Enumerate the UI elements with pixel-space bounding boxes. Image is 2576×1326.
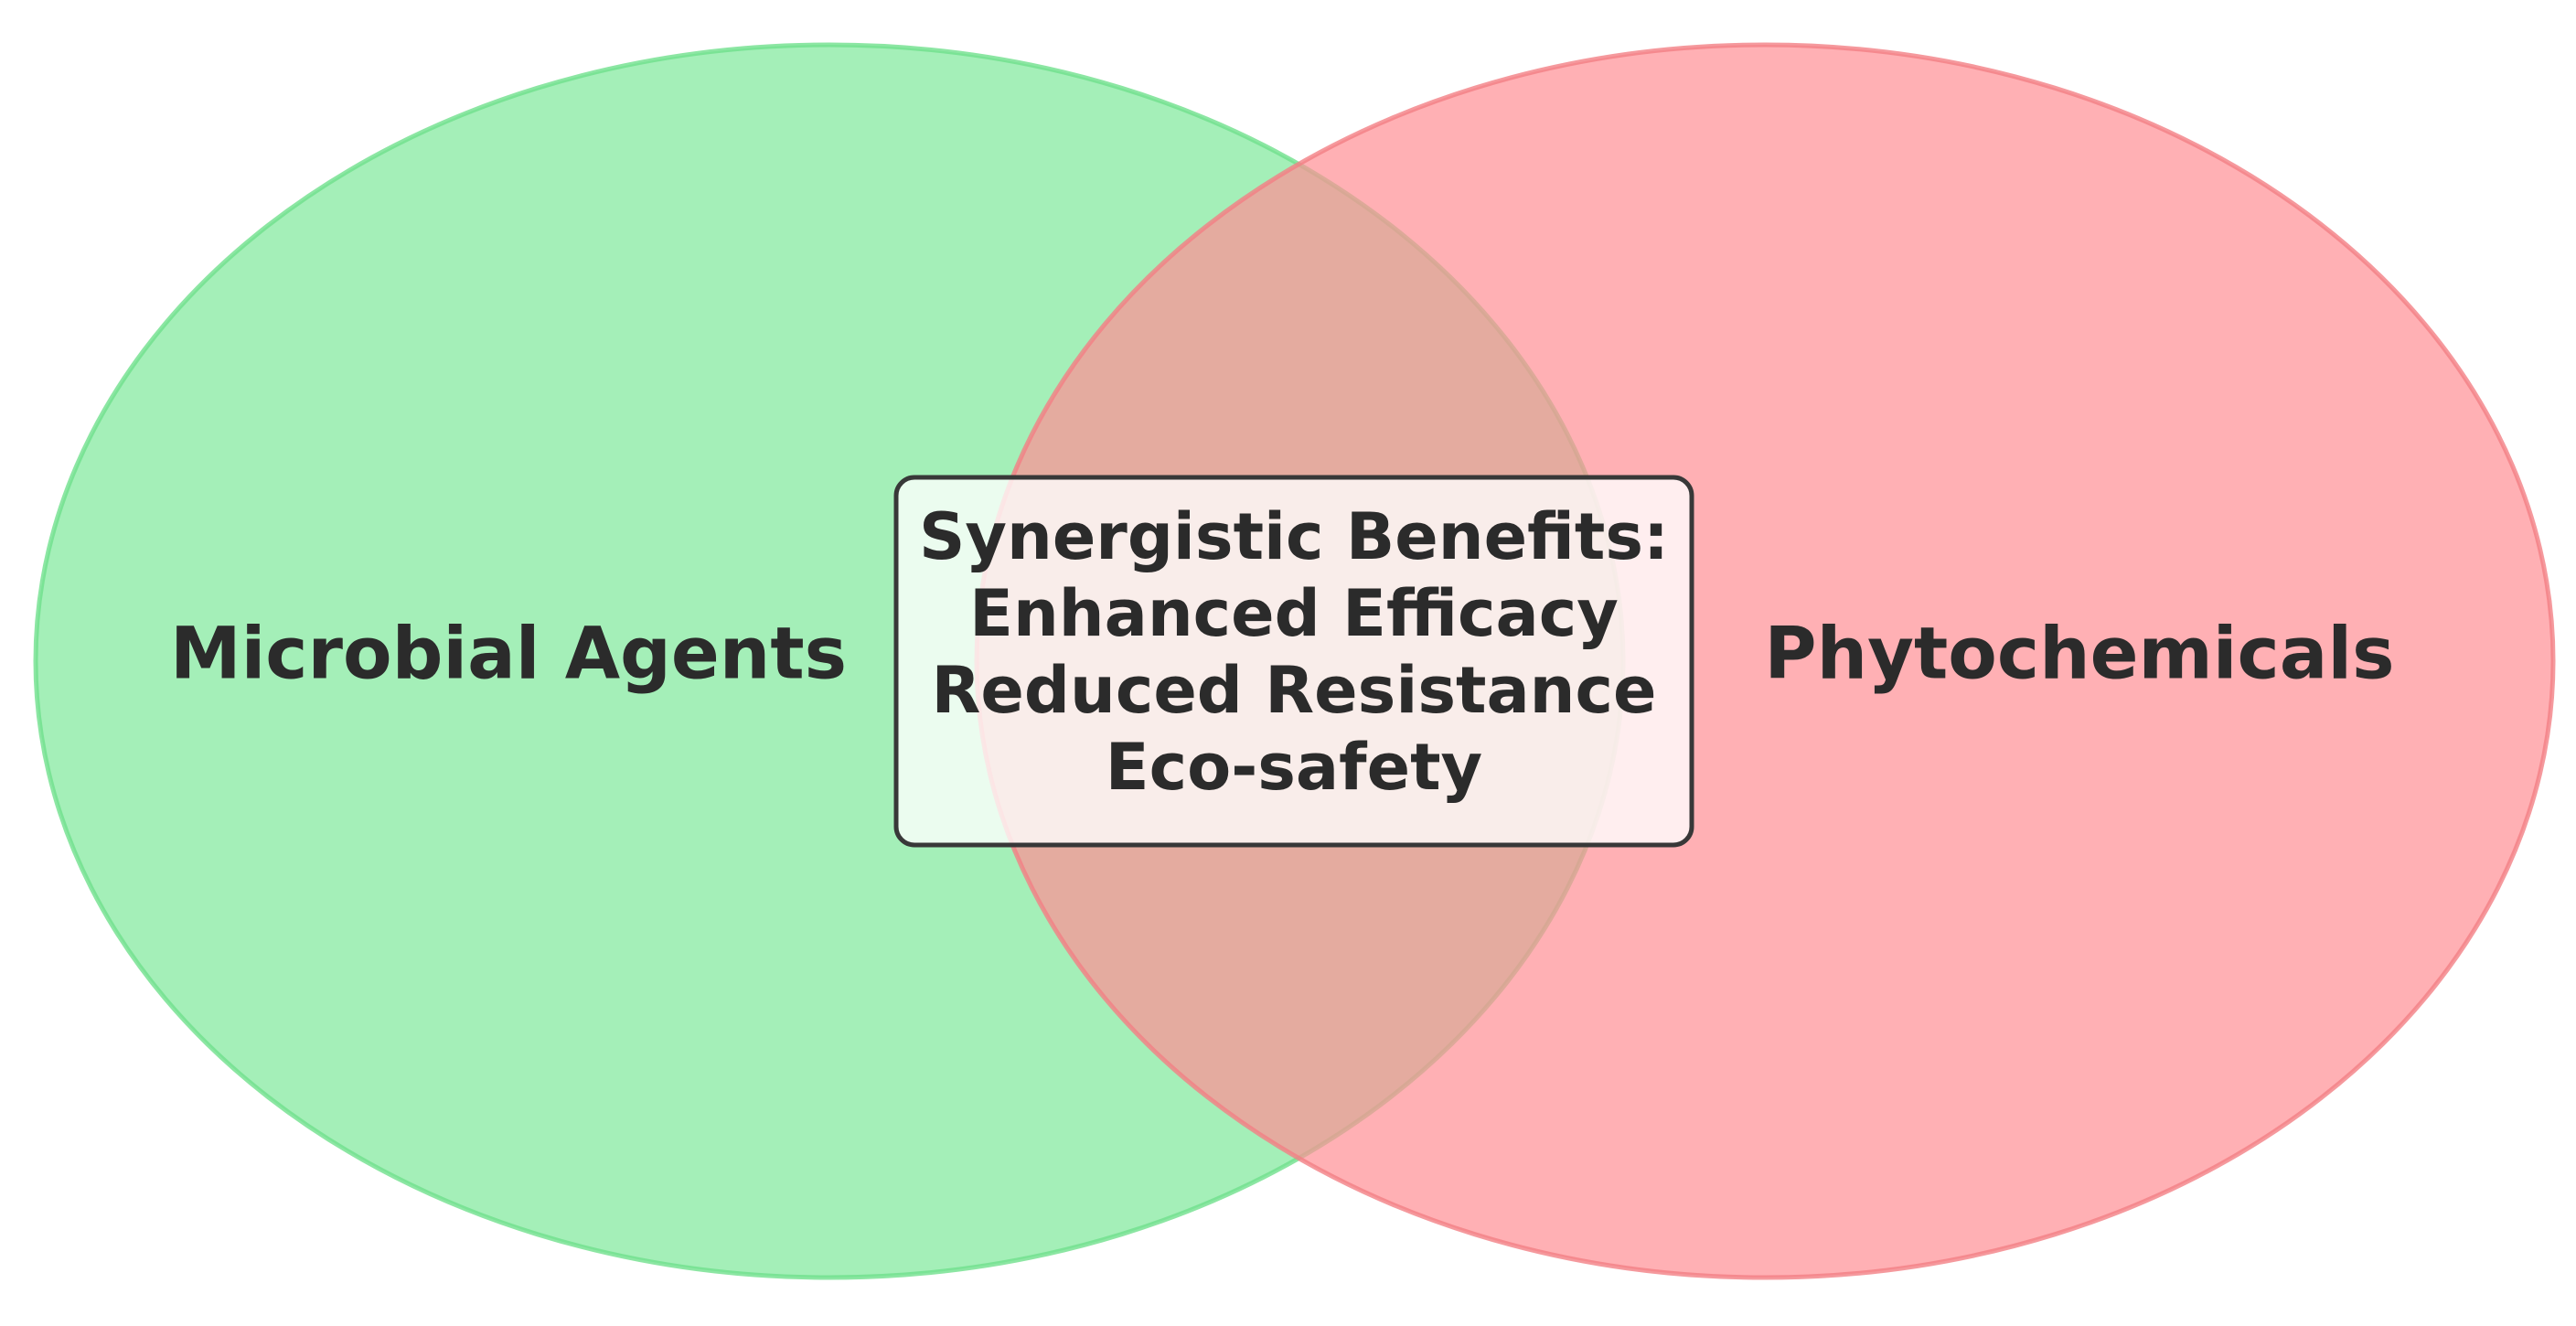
- phytochemicals-label: Phytochemicals: [1764, 613, 2394, 695]
- benefit-enhanced-efficacy: Enhanced Efficacy: [969, 576, 1619, 651]
- benefit-reduced-resistance: Reduced Resistance: [932, 653, 1657, 728]
- benefit-eco-safety: Eco-safety: [1106, 730, 1482, 805]
- synergistic-benefits-heading: Synergistic Benefits:: [919, 499, 1669, 574]
- microbial-agents-label: Microbial Agents: [170, 613, 847, 695]
- synergistic-benefits-box: [893, 475, 1694, 848]
